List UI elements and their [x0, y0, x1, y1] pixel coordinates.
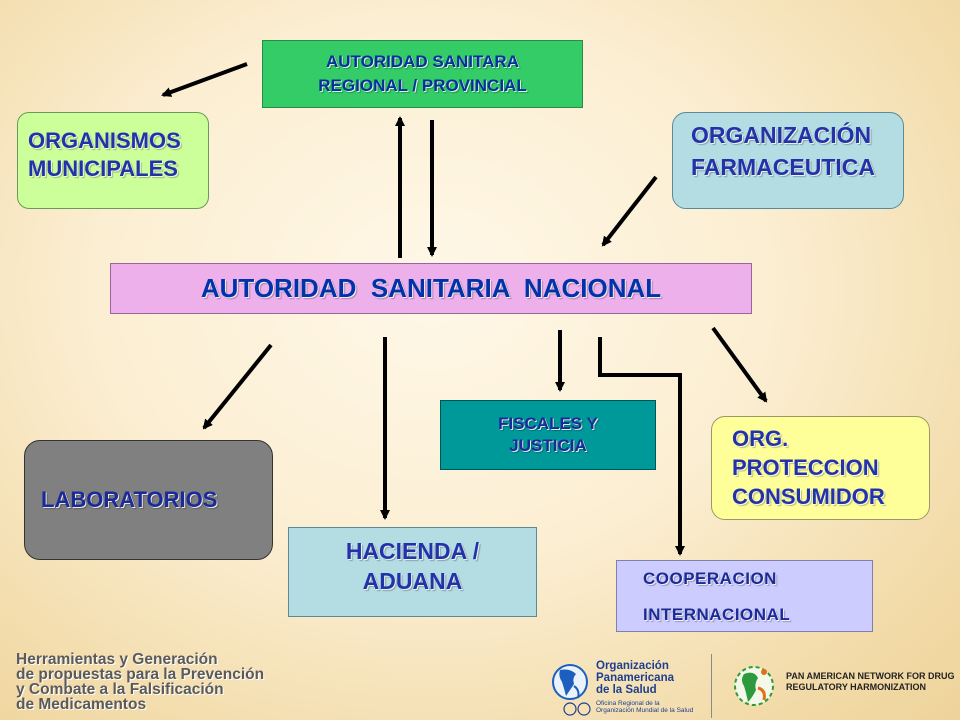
node-laboratorios: LABORATORIOS [24, 440, 273, 560]
ops-name: Organización Panamericana de la Salud [596, 660, 674, 696]
node-label: AUTORIDAD SANITARIA NACIONAL [200, 273, 662, 303]
ops-subtitle-line: Organización Mundial de la Salud [596, 707, 694, 714]
node-label-line: ADUANA [362, 568, 463, 594]
node-label-line: COOPERACION [643, 569, 777, 588]
node-label-line: ORGANIZACIÓN [691, 122, 872, 148]
ops-subtitle: Oficina Regional de la Organización Mund… [596, 700, 693, 714]
footer-divider [711, 654, 712, 718]
node-label-line: PROTECCION [732, 455, 879, 480]
node-fiscales-justicia: FISCALES Y JUSTICIA [440, 400, 656, 470]
footer-title-line: de propuestas para la Prevención [16, 666, 265, 683]
footer-title: Herramientas y Generación de propuestas … [16, 651, 316, 713]
ops-subtitle-line: Oficina Regional de la [596, 700, 660, 707]
footer-title-line: y Combate a la Falsificación [16, 681, 224, 698]
ops-name-line: Panamericana [596, 672, 674, 684]
footer-title-line: de Medicamentos [16, 696, 147, 713]
footer-title-line: Herramientas y Generación [16, 651, 218, 668]
node-label-line: JUSTICIA [509, 436, 587, 455]
ops-logo [552, 664, 591, 716]
node-label-line: HACIENDA / [345, 538, 480, 564]
node-label-line: CONSUMIDOR [732, 484, 885, 509]
node-label-line: INTERNACIONAL [643, 605, 791, 624]
node-hacienda-aduana: HACIENDA / ADUANA [288, 527, 537, 617]
node-cooperacion-internacional: COOPERACION INTERNACIONAL [616, 560, 873, 632]
node-autoridad-regional: AUTORIDAD SANITARA REGIONAL / PROVINCIAL [262, 40, 583, 108]
node-label-line: FARMACEUTICA [691, 154, 875, 180]
node-label-line: REGIONAL / PROVINCIAL [318, 76, 527, 95]
ops-name-line: Organización [596, 660, 669, 672]
node-organismos-municipales: ORGANISMOS MUNICIPALES [17, 112, 209, 209]
arrow-nacional-to-laboratorios [202, 343, 273, 430]
red-parf-text-line: REGULATORY HARMONIZATION [786, 682, 926, 692]
node-label-line: FISCALES Y [498, 414, 598, 433]
arrow-nacional-to-cooperacion [598, 337, 685, 556]
node-autoridad-nacional: AUTORIDAD SANITARIA NACIONAL [110, 263, 752, 314]
node-label-line: MUNICIPALES [28, 156, 178, 181]
red-parf-text-line: PAN AMERICAN NETWORK FOR DRUG [786, 671, 955, 681]
node-label-line: ORGANISMOS [28, 128, 181, 153]
node-proteccion-consumidor: ORG. PROTECCION CONSUMIDOR [711, 416, 930, 520]
ops-name-line: de la Salud [596, 684, 657, 696]
red-parf-logo [734, 666, 774, 706]
red-parf-text: PAN AMERICAN NETWORK FOR DRUG REGULATORY… [786, 671, 955, 693]
arrow-regional-to-municipales [161, 62, 248, 97]
arrow-nacional-to-consumidor [711, 326, 768, 403]
node-organizacion-farmaceutica: ORGANIZACIÓN FARMACEUTICA [672, 112, 904, 209]
arrow-farmaceutica-to-nacional [601, 175, 658, 247]
node-label-line: ORG. [732, 426, 789, 451]
node-label-line: AUTORIDAD SANITARA [326, 52, 519, 71]
node-label: LABORATORIOS [41, 487, 218, 512]
